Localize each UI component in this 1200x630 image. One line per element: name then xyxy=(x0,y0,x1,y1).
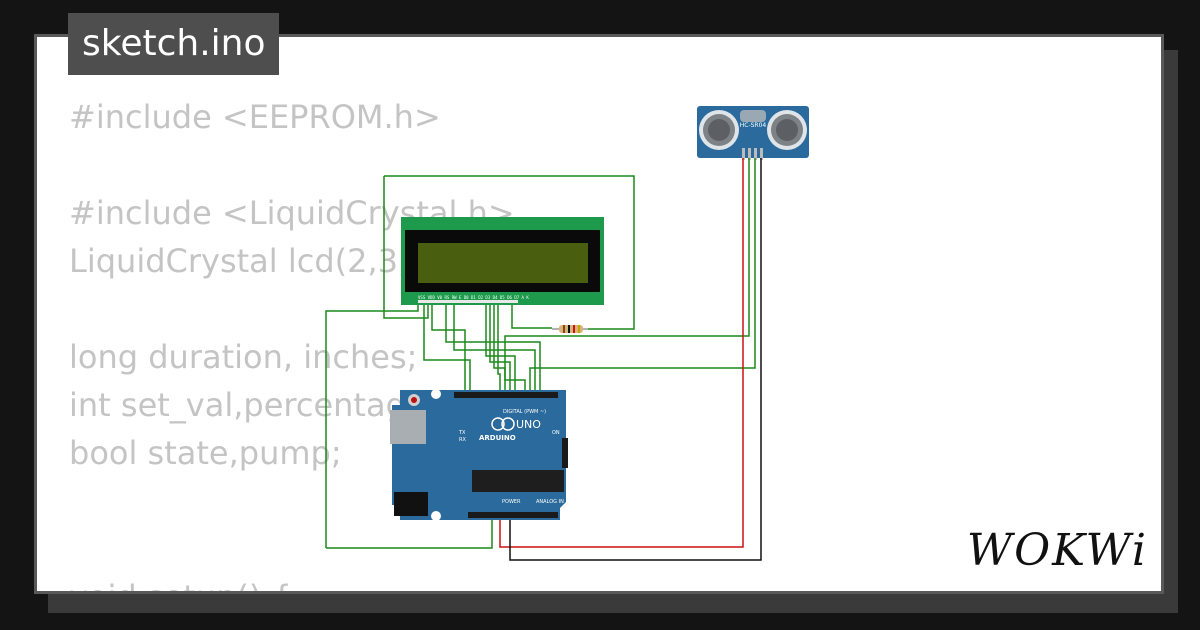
ultrasonic-sensor[interactable]: HC-SR04 xyxy=(697,106,809,160)
uno-label: UNO xyxy=(516,418,541,431)
lcd-display[interactable]: VSS VDD V0 RS RW E D0 D1 D2 D3 D4 D5 D6 … xyxy=(401,217,604,305)
code-line: bool state,pump; xyxy=(69,434,342,472)
lcd-pin-labels: VSS VDD V0 RS RW E D0 D1 D2 D3 D4 D5 D6 … xyxy=(418,295,529,300)
code-line: int set_val,percentage; xyxy=(69,386,437,424)
arduino-uno[interactable]: UNO ARDUINO DIGITAL (PWM ~) POWER ANALOG… xyxy=(390,389,568,521)
on-label: ON xyxy=(552,430,560,436)
tx-label: TX xyxy=(458,430,466,436)
preview-card: #include <EEPROM.h> #include <LiquidCrys… xyxy=(34,34,1164,594)
power-label: POWER xyxy=(502,499,521,505)
power-jack xyxy=(394,492,428,516)
digital-header xyxy=(454,392,558,398)
arduino-brand: ARDUINO xyxy=(479,434,516,442)
sketch-title: sketch.ino xyxy=(68,13,280,75)
green-wires xyxy=(325,158,756,548)
sensor-label: HC-SR04 xyxy=(740,122,767,129)
wokwi-logo: WOKWi xyxy=(966,525,1148,576)
ground-return-wire xyxy=(326,520,493,549)
analog-label: ANALOG IN xyxy=(536,499,564,505)
gnd-wire xyxy=(509,158,762,561)
rx-label: RX xyxy=(459,437,466,443)
resistor[interactable] xyxy=(552,325,588,333)
digital-label: DIGITAL (PWM ~) xyxy=(503,409,546,415)
code-line: long duration, inches; xyxy=(69,338,418,376)
code-line: #include <EEPROM.h> xyxy=(69,98,441,136)
infinity-icon xyxy=(491,417,505,431)
code-line: void setup() { xyxy=(69,578,292,591)
reset-button xyxy=(411,397,417,403)
vcc-wire xyxy=(499,158,744,548)
code-line: #include <LiquidCrystal.h> xyxy=(69,194,515,232)
power-analog-header xyxy=(468,512,558,518)
atmega-chip xyxy=(472,470,564,492)
usb-port xyxy=(390,410,426,444)
